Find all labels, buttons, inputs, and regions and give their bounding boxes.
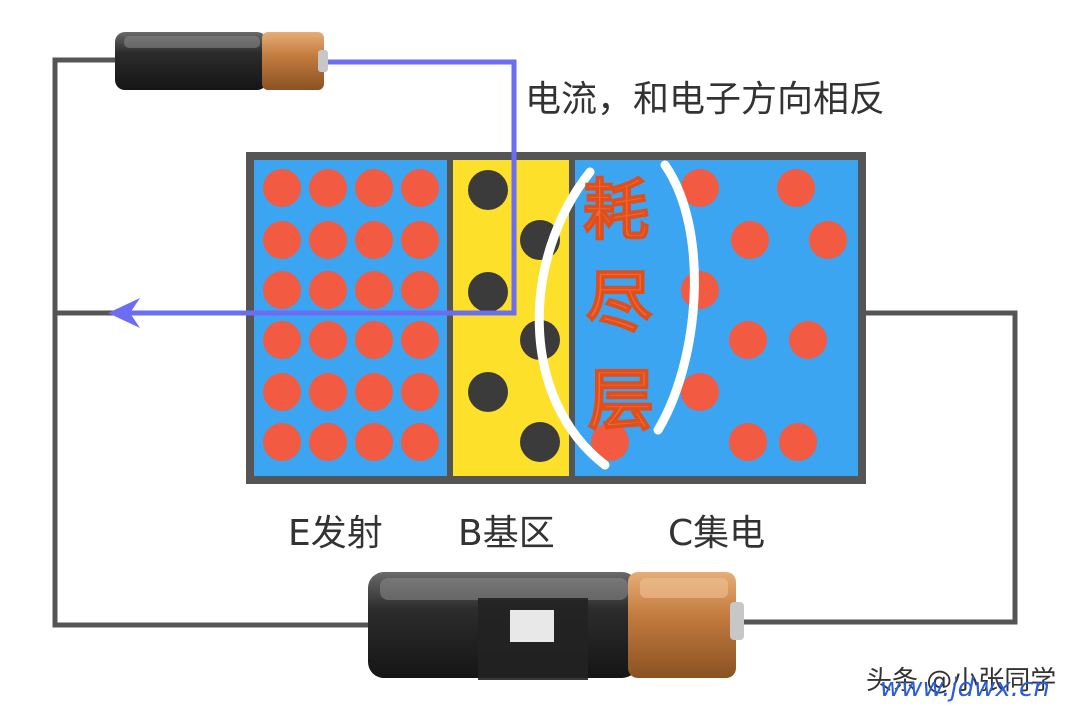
collector-region	[572, 156, 862, 480]
watermark-site: www.jdwx.cn	[880, 673, 1050, 703]
base-label: B基区	[458, 513, 555, 554]
battery-bottom	[368, 572, 744, 680]
depletion-char-3: 层	[587, 362, 655, 439]
emitter-electrons	[263, 169, 439, 461]
current-direction-note: 电流，和电子方向相反	[525, 79, 886, 120]
battery-top	[115, 32, 328, 90]
current-arrow	[108, 59, 517, 328]
watermark-author: 头条 @小张同学	[866, 666, 1057, 696]
depletion-brackets	[534, 160, 699, 470]
depletion-char-1: 耗	[582, 172, 650, 249]
emitter-label: E发射	[288, 513, 383, 554]
collector-label: C集电	[668, 513, 766, 554]
depletion-char-2: 尽	[585, 264, 653, 341]
